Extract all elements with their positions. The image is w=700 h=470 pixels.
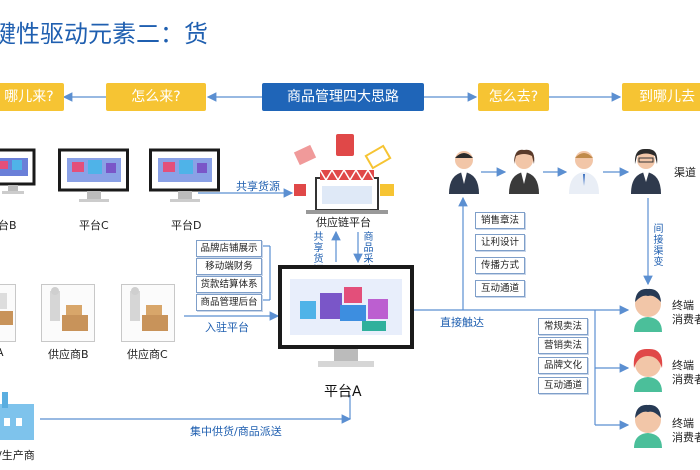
mgmt-box-brand: 品牌店铺展示 <box>196 240 262 257</box>
consumer-box-marketing: 营销卖法 <box>538 337 588 354</box>
channel-box-interact: 互动通道 <box>475 280 525 297</box>
person-icon <box>449 151 479 194</box>
platform-a-label: 平台A <box>324 384 362 400</box>
platform-c-monitor <box>58 148 130 206</box>
terminal-label-1: 终端 <box>672 299 694 312</box>
person-icon <box>569 151 599 194</box>
consumer-label-2: 消费者 <box>672 373 700 386</box>
supplier-b-label: 供应商B <box>48 348 89 361</box>
terminal-label-2: 终端 <box>672 359 694 372</box>
consumer-avatar <box>633 348 663 392</box>
person-icon <box>509 149 539 194</box>
supply-chain-illustration <box>293 134 394 214</box>
enter-platform-label: 入驻平台 <box>205 321 249 334</box>
platform-d-monitor <box>149 148 221 206</box>
supplier-a-doc <box>0 284 16 342</box>
page-title: 键性驱动元素二：货 <box>0 20 208 48</box>
pill-center: 商品管理四大思路 <box>262 83 424 111</box>
platform-c-label: 平台C <box>79 219 109 232</box>
consumer-box-regular: 常规卖法 <box>538 318 588 335</box>
supply-chain-label: 供应链平台 <box>316 216 371 229</box>
channel-box-spread: 传播方式 <box>475 257 525 274</box>
share-goods-label: 共享货源 <box>236 180 280 193</box>
pill-where-from: 哪儿来? <box>0 83 64 111</box>
pill-how-come: 怎么来? <box>106 83 206 111</box>
person-icon <box>631 148 661 194</box>
consumer-box-interact: 互动通道 <box>538 377 588 394</box>
platform-b-label: 台B <box>0 219 17 232</box>
pill-how-go: 怎么去? <box>478 83 549 111</box>
producer-label: /生产商 <box>0 449 35 462</box>
mgmt-box-settlement: 货款结算体系 <box>196 276 262 293</box>
mgmt-box-finance: 移动端财务 <box>196 258 262 275</box>
mgmt-box-backend: 商品管理后台 <box>196 294 262 311</box>
platform-a-monitor <box>278 265 414 367</box>
indirect-label: 间接渠变 <box>653 224 664 268</box>
monitor-icon <box>149 148 220 202</box>
pill-where-to: 到哪儿去 <box>622 83 700 111</box>
consumer-label-3: 消费者 <box>672 431 700 444</box>
monitor-icon <box>58 148 129 202</box>
direct-reach-label: 直接触达 <box>440 316 484 329</box>
central-supply-label: 集中供货/商品派送 <box>190 425 282 438</box>
supplier-c-label: 供应商C <box>127 348 168 361</box>
consumer-avatar <box>634 288 662 332</box>
channel-box-discount: 让利设计 <box>475 234 525 251</box>
platform-b-monitor <box>0 148 36 200</box>
consumer-label-1: 消费者 <box>672 313 700 326</box>
consumer-box-brand: 品牌文化 <box>538 357 588 374</box>
monitor-icon <box>0 148 36 194</box>
channel-label: 渠道 <box>674 166 696 179</box>
channel-box-sales: 销售章法 <box>475 212 525 229</box>
consumer-avatar <box>634 404 662 448</box>
factory-icon <box>0 392 34 440</box>
supplier-a-label: A <box>0 346 4 359</box>
supplier-b-doc <box>41 284 95 342</box>
terminal-label-3: 终端 <box>672 417 694 430</box>
platform-d-label: 平台D <box>171 219 202 232</box>
supplier-c-doc <box>121 284 175 342</box>
